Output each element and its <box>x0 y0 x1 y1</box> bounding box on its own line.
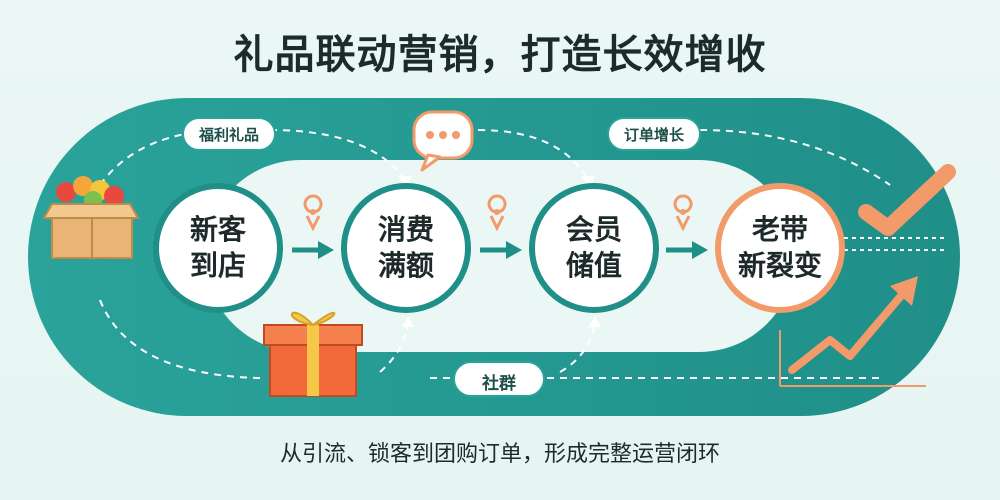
dashed-path-top-3 <box>699 129 891 186</box>
page-subtitle: 从引流、锁客到团购订单，形成完整运营闭环 <box>279 442 720 467</box>
stage-circle-1 <box>153 183 283 313</box>
stage-1-line2: 到店 <box>189 249 246 282</box>
arrowhead-top-1 <box>398 176 412 188</box>
order-bubble <box>607 117 701 151</box>
connector-arrow-2 <box>480 241 522 259</box>
dashed-path-top-left <box>99 129 231 186</box>
stage-circle-4 <box>715 183 845 313</box>
stage-4-line1: 老带 <box>751 213 808 246</box>
chat-bubble-icon <box>412 110 474 172</box>
location-pin-icon <box>673 194 693 232</box>
stage-circle-3 <box>529 183 659 313</box>
stage-label-2: 消费 满额 <box>346 212 466 284</box>
community-bubble <box>453 361 545 397</box>
arrowhead-bottom-2 <box>589 316 601 327</box>
gift-box-icon <box>263 311 363 397</box>
arrowhead-top-2 <box>581 176 595 188</box>
connector-arrow-3 <box>666 241 708 259</box>
stage-4-line2: 新裂变 <box>737 249 822 282</box>
stage-2-line2: 满额 <box>377 249 434 282</box>
dashed-path-bottom-2 <box>559 321 596 373</box>
check-icon <box>858 164 956 236</box>
community-bubble-label: 社群 <box>482 374 516 394</box>
connector-arrow-1 <box>292 241 334 259</box>
gift-bubble <box>182 117 276 151</box>
stage-label-4: 老带 新裂变 <box>720 212 840 284</box>
location-pin-icon <box>303 194 323 232</box>
arrowhead-bottom-1 <box>402 316 414 327</box>
stage-2-line1: 消费 <box>377 213 434 246</box>
order-bubble-label: 订单增长 <box>623 126 684 144</box>
dashed-path-top-1 <box>269 129 406 181</box>
page-title: 礼品联动营销，打造长效增收 <box>233 32 767 78</box>
stage-label-3: 会员 储值 <box>534 212 654 284</box>
location-pin-icon <box>487 194 507 232</box>
stage-3-line2: 储值 <box>565 249 622 282</box>
fruit-box-icon <box>42 176 140 259</box>
loop-inner <box>205 160 795 352</box>
growth-arrow-icon <box>779 276 926 387</box>
stage-1-line1: 新客 <box>189 213 246 246</box>
dashed-path-top-2 <box>477 129 589 181</box>
dashed-path-bottom-left <box>99 299 261 379</box>
gift-bubble-label: 福利礼品 <box>198 126 259 144</box>
stage-circle-2 <box>341 183 471 313</box>
stage-3-line1: 会员 <box>565 213 622 246</box>
stage-label-1: 新客 到店 <box>158 212 278 284</box>
